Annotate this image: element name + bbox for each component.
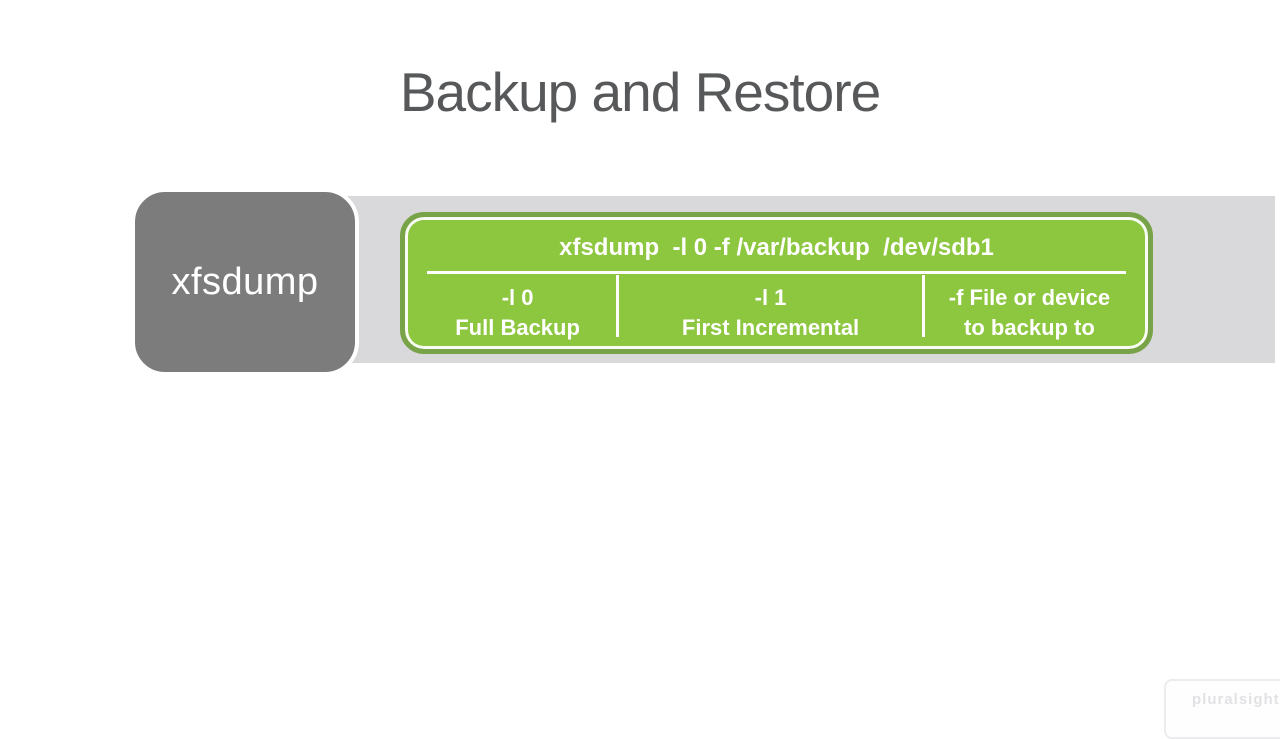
xfsdump-box-label: xfsdump xyxy=(171,260,319,303)
option-description: Full Backup xyxy=(455,315,580,340)
page-title: Backup and Restore xyxy=(399,61,881,123)
column-divider xyxy=(921,275,925,337)
xfsdump-box: xfsdump xyxy=(131,188,359,376)
pluralsight-watermark: pluralsight xyxy=(1164,679,1280,739)
pluralsight-watermark-label: pluralsight xyxy=(1192,691,1280,708)
option-column-first-incremental: -l 1 First Incremental xyxy=(619,274,922,346)
column-divider xyxy=(616,275,620,337)
option-flag: -l 1 xyxy=(754,285,787,310)
option-columns: -l 0 Full Backup -l 1 First Incremental … xyxy=(419,274,1134,346)
option-description: First Incremental xyxy=(681,315,860,340)
option-column-full-backup: -l 0 Full Backup xyxy=(419,274,616,346)
option-flag: -l 0 xyxy=(501,285,534,310)
command-detail-box: xfsdump -l 0 -f /var/backup /dev/sdb1 -l… xyxy=(400,212,1153,354)
option-column-file-device: -f File or device to backup to xyxy=(925,274,1134,346)
command-text: xfsdump -l 0 -f /var/backup /dev/sdb1 xyxy=(559,234,994,261)
horizontal-rule xyxy=(427,271,1126,274)
slide: Backup and Restore xfsdump xfsdump -l 0 … xyxy=(131,61,1280,739)
option-description: to backup to xyxy=(964,315,1095,340)
option-flag: -f File or device xyxy=(948,285,1111,310)
